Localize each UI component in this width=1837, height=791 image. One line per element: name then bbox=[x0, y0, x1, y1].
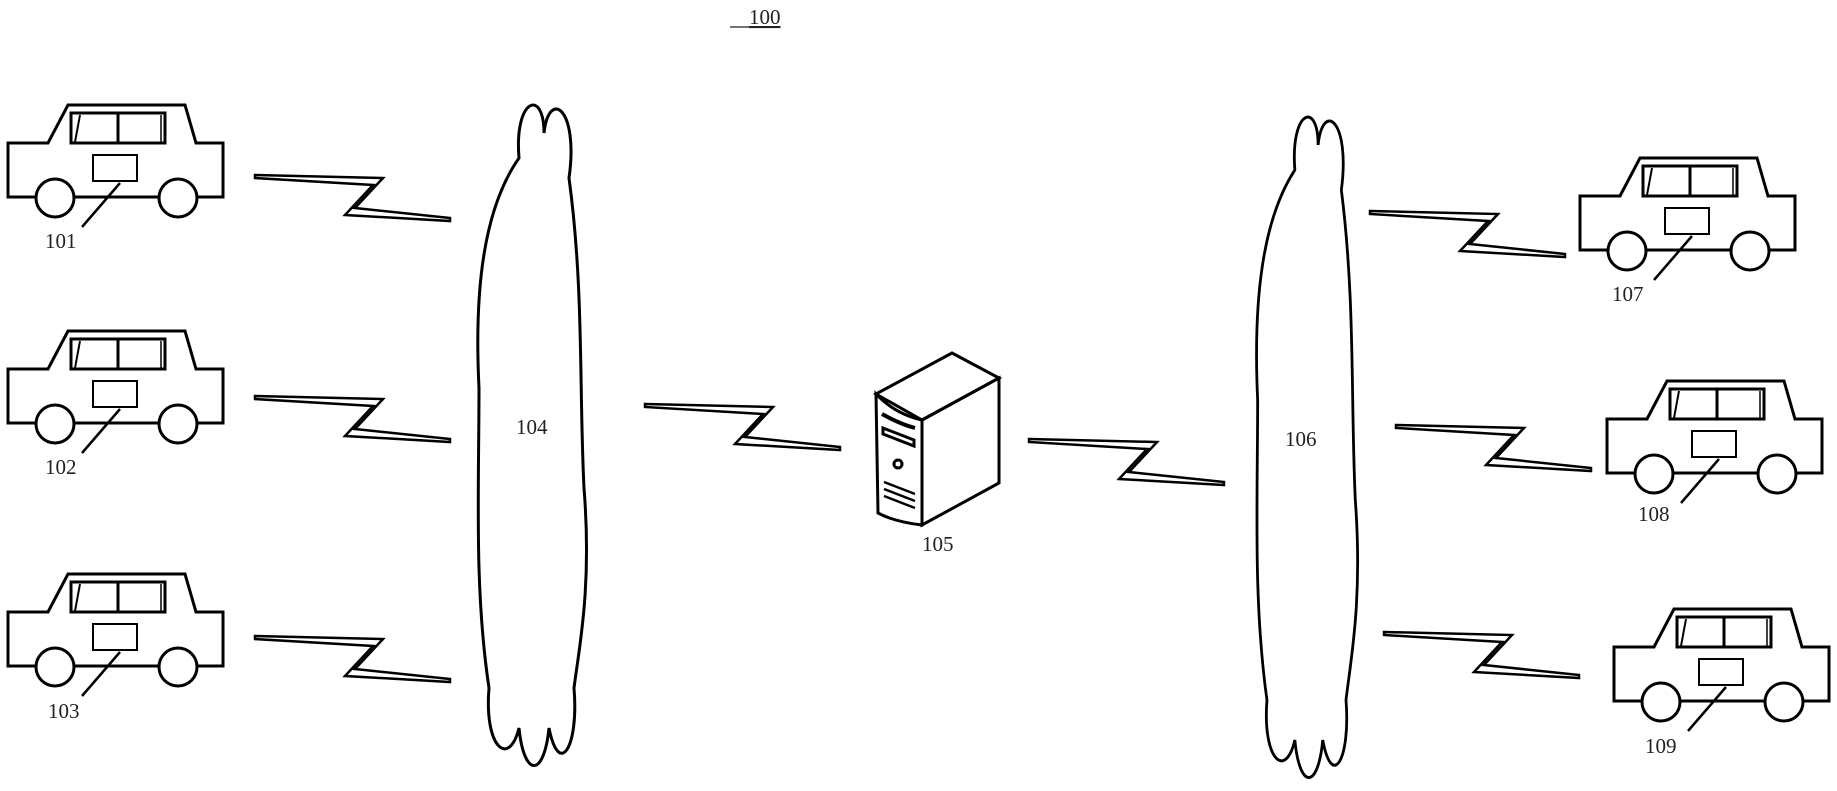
vehicle-label: 107 bbox=[1612, 282, 1644, 306]
network-cloud-104: 104 bbox=[478, 105, 587, 765]
wireless-link-icon bbox=[255, 636, 450, 682]
wireless-link-icon bbox=[1370, 211, 1565, 257]
vehicle-label: 101 bbox=[45, 229, 77, 253]
network-cloud-106: 106 bbox=[1257, 117, 1358, 777]
vehicle-103: 103 bbox=[8, 574, 223, 723]
wireless-link-icon bbox=[1396, 425, 1591, 471]
network-label: 104 bbox=[516, 415, 548, 439]
server-icon bbox=[876, 353, 999, 525]
vehicle-101: 101 bbox=[8, 105, 223, 253]
wireless-link-icon bbox=[1384, 632, 1579, 678]
server-label: 105 bbox=[922, 532, 954, 556]
figure-label: 100 bbox=[749, 5, 781, 29]
vehicle-label: 103 bbox=[48, 699, 80, 723]
vehicle-label: 109 bbox=[1645, 734, 1677, 758]
wireless-link-icon bbox=[1029, 439, 1224, 485]
vehicle-label: 108 bbox=[1638, 502, 1670, 526]
vehicle-107: 107 bbox=[1580, 158, 1795, 306]
wireless-link-icon bbox=[255, 396, 450, 442]
vehicle-102: 102 bbox=[8, 331, 223, 479]
server-105: 105 bbox=[876, 353, 999, 556]
vehicle-108: 108 bbox=[1607, 381, 1822, 526]
network-label: 106 bbox=[1285, 427, 1317, 451]
vehicle-109: 109 bbox=[1614, 609, 1829, 758]
wireless-link-icon bbox=[645, 404, 840, 450]
wireless-link-icon bbox=[255, 175, 450, 221]
vehicle-label: 102 bbox=[45, 455, 77, 479]
